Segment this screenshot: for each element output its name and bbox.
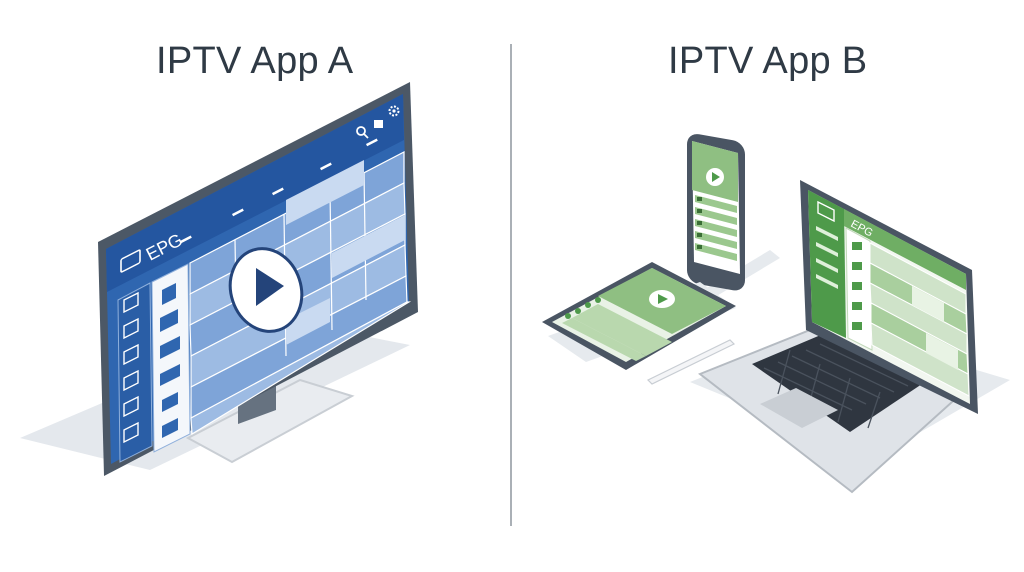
play-icon[interactable] (706, 168, 724, 186)
tablet-list-icons (565, 297, 601, 319)
tv-channel-logos (160, 283, 180, 438)
gear-icon[interactable] (388, 105, 400, 117)
laptop-channel-logos (852, 242, 862, 330)
tv-sidebar-icons (123, 291, 139, 444)
laptop-device: EPG (690, 180, 1010, 494)
search-icon[interactable] (356, 126, 369, 139)
laptop-trackpad (760, 388, 838, 428)
laptop-epg-highlights (912, 286, 958, 370)
play-icon[interactable] (220, 239, 313, 341)
stylus (646, 339, 736, 385)
phone-list-icons (697, 197, 702, 249)
tv-device: EPG (20, 82, 418, 476)
tv-icon (817, 200, 835, 223)
laptop-sidebar-items (816, 226, 838, 289)
tv-time-markers (179, 138, 378, 244)
tv-header-bar (106, 94, 404, 292)
center-divider (510, 44, 512, 526)
phone-device (687, 134, 780, 300)
panel-title-app-a: IPTV App A (156, 40, 354, 82)
list-icon[interactable] (374, 120, 383, 128)
tv-channel-column (151, 263, 191, 453)
panel-title-app-b: IPTV App B (668, 40, 868, 82)
phone-list (695, 195, 737, 261)
laptop-header (844, 209, 966, 290)
play-icon[interactable] (649, 290, 675, 308)
tv-stand-neck (238, 384, 276, 424)
tablet-device (542, 262, 736, 385)
tv-icon (120, 249, 141, 273)
tv-epg-highlights (286, 160, 405, 345)
tablet-epg-rows (562, 304, 672, 361)
